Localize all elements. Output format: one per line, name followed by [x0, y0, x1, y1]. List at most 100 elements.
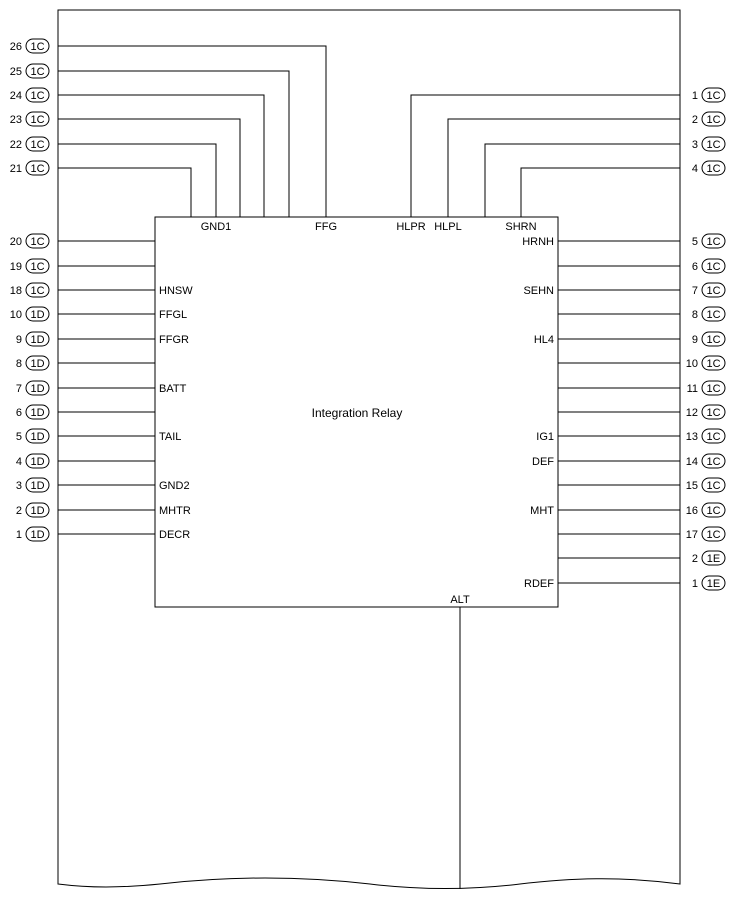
connector-id: 1C [706, 358, 720, 370]
connector-pill [25, 526, 50, 542]
pin-label-mhtr: MHTR [159, 505, 191, 517]
connector-label-right-15: 16 1C [686, 502, 726, 518]
terminal-number: 14 [686, 456, 698, 468]
connector-pill [25, 258, 50, 274]
pin-label-alt: ALT [450, 594, 470, 606]
connector-pill [701, 380, 726, 396]
terminal-number: 3 [16, 480, 22, 492]
terminal-number: 17 [686, 529, 698, 541]
connector-pill [701, 550, 726, 566]
connector-pill [25, 355, 50, 371]
connector-id: 1D [30, 309, 44, 321]
connector-id: 1C [706, 285, 720, 297]
connector-pill [25, 63, 50, 79]
connector-id: 1C [706, 529, 720, 541]
connector-pill [25, 282, 50, 298]
pin-label-rdef: RDEF [524, 578, 554, 590]
pin-label-def: DEF [532, 456, 554, 468]
connector-id: 1D [30, 505, 44, 517]
connector-pill [701, 428, 726, 444]
connector-id: 1D [30, 407, 44, 419]
connector-pill [25, 477, 50, 493]
connector-id: 1E [707, 578, 720, 590]
connector-id: 1C [30, 163, 44, 175]
pin-label-gnd2: GND2 [159, 480, 190, 492]
connector-id: 1E [707, 553, 720, 565]
connector-label-left-9: 10 1D [10, 306, 50, 322]
pin-label-shrn: SHRN [505, 221, 536, 233]
connector-pill [25, 160, 50, 176]
connector-pill [701, 282, 726, 298]
terminal-number: 9 [692, 334, 698, 346]
connector-id: 1C [706, 114, 720, 126]
pin-label-gnd1: GND1 [201, 221, 232, 233]
pin-label-hl4: HL4 [534, 334, 554, 346]
connector-id: 1C [706, 236, 720, 248]
terminal-number: 2 [16, 505, 22, 517]
component-title: Integration Relay [312, 406, 403, 420]
connector-pill [25, 453, 50, 469]
connector-id: 1C [30, 261, 44, 273]
wire-right-1 [410, 94, 680, 217]
terminal-number: 26 [10, 41, 22, 53]
connector-pill [701, 160, 726, 176]
connector-pill [701, 258, 726, 274]
connector-id: 1C [706, 407, 720, 419]
connector-label-left-17: 2 1D [16, 502, 50, 518]
terminal-number: 1 [692, 90, 698, 102]
connector-pill [25, 233, 50, 249]
connector-pill [701, 502, 726, 518]
connector-pill [701, 355, 726, 371]
terminal-number: 1 [16, 529, 22, 541]
connector-id: 1C [706, 505, 720, 517]
terminal-number: 16 [686, 505, 698, 517]
terminal-number: 25 [10, 66, 22, 78]
terminal-number: 11 [687, 383, 698, 395]
connector-pill [25, 502, 50, 518]
terminal-number: 1 [692, 578, 698, 590]
connector-pill [701, 111, 726, 127]
connector-id: 1C [706, 431, 720, 443]
connector-pill [25, 306, 50, 322]
connector-label-right-9: 10 1C [686, 355, 726, 371]
connector-pill [701, 233, 726, 249]
terminal-number: 20 [10, 236, 22, 248]
connector-id: 1C [706, 163, 720, 175]
pin-label-hrnh: HRNH [522, 236, 554, 248]
terminal-number: 21 [10, 163, 22, 175]
terminal-number: 2 [692, 553, 698, 565]
connector-pill [701, 453, 726, 469]
terminal-number: 10 [686, 358, 698, 370]
connector-label-right-17: 2 1E [692, 550, 726, 566]
connector-pill [25, 38, 50, 54]
connector-id: 1C [706, 139, 720, 151]
connector-label-left-18: 1 1D [16, 526, 50, 542]
connector-id: 1C [706, 383, 720, 395]
connector-id: 1C [706, 261, 720, 273]
terminal-number: 5 [16, 431, 22, 443]
wire-left-23 [58, 118, 241, 217]
terminal-number: 10 [10, 309, 22, 321]
pin-label-hlpr: HLPR [396, 221, 425, 233]
top-right-wires [410, 94, 680, 217]
left-side-wires [58, 240, 155, 535]
connector-id: 1D [30, 480, 44, 492]
connector-id: 1D [30, 358, 44, 370]
connector-id: 1D [30, 529, 44, 541]
